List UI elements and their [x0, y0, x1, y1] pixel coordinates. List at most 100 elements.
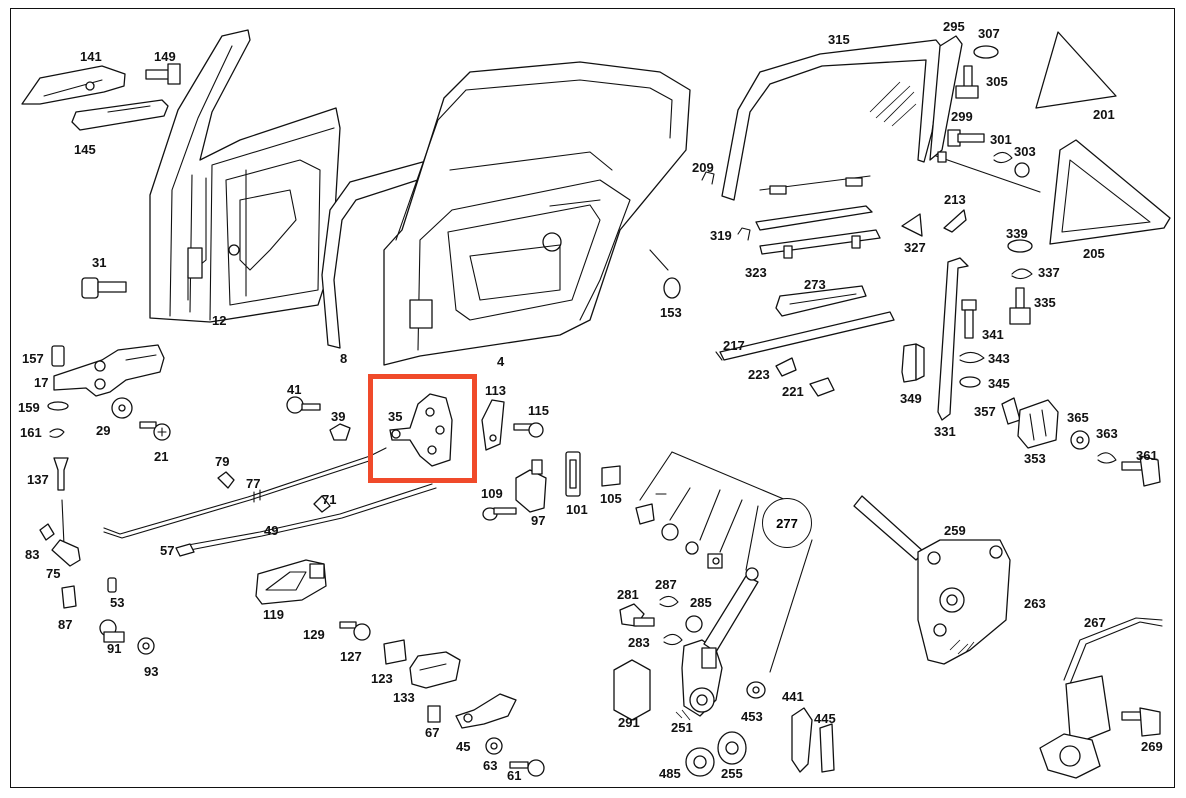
clip-357-part: [1001, 397, 1021, 425]
part-label-213: 213: [944, 192, 966, 207]
part-label-315: 315: [828, 32, 850, 47]
lock-cylinder-91-part: [99, 619, 125, 643]
part-label-343: 343: [988, 351, 1010, 366]
part-label-123: 123: [371, 671, 393, 686]
spring-washer-283-part: [663, 633, 683, 646]
part-label-345: 345: [988, 376, 1010, 391]
part-67: [427, 705, 441, 723]
window-motor-267-part: [1039, 617, 1163, 779]
part-label-31: 31: [92, 255, 107, 270]
part-39: [329, 423, 351, 441]
part-label-53: 53: [110, 595, 125, 610]
part-label-319: 319: [710, 228, 732, 243]
diagram-frame: [10, 8, 1175, 788]
part-53: [107, 577, 117, 593]
part-label-57: 57: [160, 543, 175, 558]
clip-161-part: [49, 428, 65, 438]
part-label-113: 113: [485, 383, 506, 398]
part-label-97: 97: [531, 513, 546, 528]
part-label-263: 263: [1024, 596, 1046, 611]
window-regulator-259-part: [853, 495, 1011, 665]
part-label-45: 45: [456, 739, 471, 754]
part-label-453: 453: [741, 709, 763, 724]
bolt-31-part: [81, 277, 127, 299]
callout-circle-277: 277: [762, 498, 812, 548]
front-door-shell: [149, 29, 341, 323]
clip-221-part: [809, 377, 835, 397]
part-label-8: 8: [340, 351, 348, 366]
part-label-4: 4: [497, 354, 505, 369]
bolt-341-part: [961, 299, 977, 339]
part-label-71: 71: [322, 492, 337, 507]
part-label-79: 79: [215, 454, 230, 469]
part-label-301: 301: [990, 132, 1012, 147]
seal-strip-323-part: [755, 205, 881, 259]
part-label-273: 273: [804, 277, 826, 292]
part-label-337: 337: [1038, 265, 1060, 280]
part-label-307: 307: [978, 26, 1000, 41]
part-label-12: 12: [212, 313, 227, 328]
pulley-255-part: [717, 731, 747, 765]
part-label-283: 283: [628, 635, 650, 650]
washer-159-part: [47, 401, 69, 411]
rear-door-shell: [383, 61, 691, 366]
pin-137-part: [53, 457, 69, 491]
channel-349-part: [901, 343, 925, 383]
part-label-83: 83: [25, 547, 40, 562]
star-washer-29-part: [111, 397, 133, 419]
screw-115-part: [513, 422, 544, 438]
part-label-445: 445: [814, 711, 836, 726]
part-label-209: 209: [692, 160, 714, 175]
screw-41-part: [286, 396, 321, 414]
washer-307-part: [973, 45, 999, 59]
part-label-341: 341: [982, 327, 1004, 342]
plate-101-part: [565, 451, 581, 497]
screw-127-part: [339, 621, 371, 641]
spring-washer-287-part: [659, 595, 679, 608]
part-label-441: 441: [782, 689, 804, 704]
clip-79-part: [217, 471, 235, 489]
part-label-35: 35: [388, 409, 403, 424]
wedge-327-part: [901, 213, 923, 237]
washer-345-part: [959, 376, 981, 388]
part-label-157: 157: [22, 351, 44, 366]
part-label-39: 39: [331, 409, 346, 424]
quarter-glass-201-part: [1035, 31, 1117, 109]
part-label-87: 87: [58, 617, 73, 632]
part-label-255: 255: [721, 766, 743, 781]
clip-part: [937, 151, 947, 163]
part-label-115: 115: [528, 403, 549, 418]
bolt-335-part: [1009, 287, 1031, 325]
part-label-303: 303: [1014, 144, 1036, 159]
part-label-101: 101: [566, 502, 588, 517]
door-latch-35-part: [389, 393, 453, 467]
regulator-small-parts: [635, 503, 723, 569]
washer-63-part: [485, 737, 503, 755]
part-label-259: 259: [944, 523, 966, 538]
bolt-part: [145, 63, 181, 85]
spring-washer-343-part: [959, 351, 985, 364]
clip-57-part: [175, 543, 195, 557]
part-label-353: 353: [1024, 451, 1046, 466]
part-label-365: 365: [1067, 410, 1089, 425]
part-87: [61, 585, 77, 609]
strip-295-part: [929, 35, 963, 161]
lock-linkage-part: [39, 499, 81, 567]
spring-washer-363-part: [1097, 452, 1117, 464]
clip-71-part: [313, 495, 331, 513]
hinge-17-part: [51, 344, 165, 397]
part-label-67: 67: [425, 725, 440, 740]
screw-21-part: [139, 421, 171, 441]
washer-93-part: [137, 637, 155, 655]
guide-rail-273-part: [775, 285, 867, 317]
crank-441-part: [791, 707, 813, 773]
part-label-153: 153: [660, 305, 682, 320]
highlight-box: [368, 374, 477, 483]
screw-109-part: [482, 507, 517, 521]
wedge-213-part: [943, 209, 967, 233]
washer-453-part: [746, 681, 766, 699]
part-label-137: 137: [27, 472, 49, 487]
part-label-105: 105: [600, 491, 622, 506]
washer-339-part: [1007, 239, 1033, 253]
